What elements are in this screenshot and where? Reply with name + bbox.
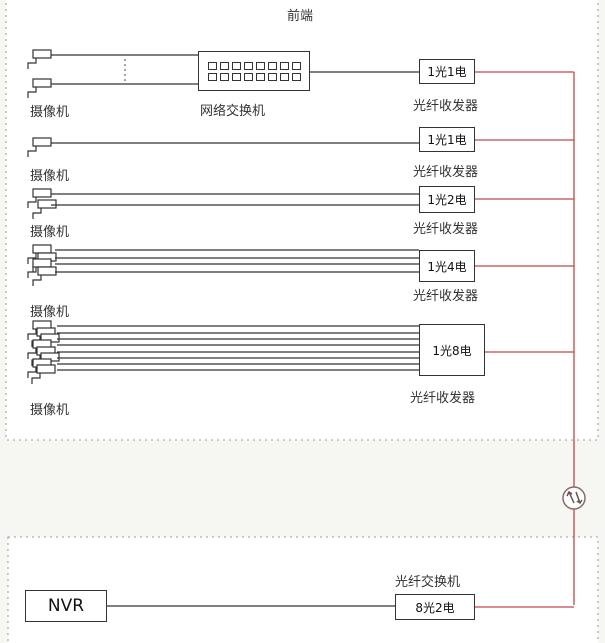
sync-arrows-icon — [566, 490, 583, 505]
port-icon — [267, 72, 277, 81]
network-switch — [198, 51, 310, 91]
port-icon — [255, 61, 265, 70]
camera-icon — [27, 146, 37, 157]
ellipsis-dot — [124, 69, 126, 71]
camera-icon — [27, 367, 37, 378]
camera-label: 摄像机 — [30, 105, 70, 120]
port-icon — [255, 72, 265, 81]
ellipsis-dot — [124, 59, 126, 61]
port-icon — [243, 72, 253, 81]
transceiver-label: 光纤收发器 — [413, 222, 479, 237]
transceiver-1: 1光1电 — [419, 59, 475, 84]
camera-icon — [32, 208, 42, 219]
transceiver-label: 光纤收发器 — [413, 165, 479, 180]
camera-icon — [32, 275, 42, 286]
transceiver-label: 光纤收发器 — [413, 289, 479, 304]
camera-icon — [27, 87, 37, 98]
port-icon — [267, 61, 277, 70]
port-icon — [279, 72, 289, 81]
port-row — [207, 72, 301, 81]
transceiver-label: 光纤收发器 — [413, 99, 479, 114]
camera-icon — [32, 49, 52, 59]
camera-icon — [27, 253, 37, 264]
camera-icon — [32, 188, 52, 198]
port-icon — [231, 61, 241, 70]
transceiver-5: 1光8电 — [419, 324, 485, 376]
camera-icon — [27, 58, 37, 69]
camera-icon — [27, 329, 37, 340]
camera-icon — [27, 197, 37, 208]
network-switch-label: 网络交换机 — [200, 104, 266, 119]
transceiver-3: 1光2电 — [419, 186, 475, 213]
ellipsis-dot — [124, 79, 126, 81]
ellipsis-dot — [124, 74, 126, 76]
camera-icon — [36, 364, 56, 374]
port-icon — [291, 61, 301, 70]
port-row — [207, 61, 301, 70]
camera-icon — [32, 137, 52, 147]
front-end-label: 前端 — [287, 9, 314, 24]
camera-label: 摄像机 — [30, 169, 70, 184]
camera-label: 摄像机 — [30, 403, 70, 418]
nvr: NVR — [25, 590, 107, 622]
transceiver-label: 光纤收发器 — [410, 391, 476, 406]
camera-icon — [32, 78, 52, 88]
camera-icon — [31, 373, 41, 384]
camera-label: 摄像机 — [30, 305, 70, 320]
port-icon — [243, 61, 253, 70]
camera-icon — [37, 199, 57, 209]
camera-icon — [37, 266, 57, 276]
camera-icon — [27, 348, 37, 359]
port-icon — [279, 61, 289, 70]
port-icon — [207, 61, 217, 70]
port-icon — [219, 72, 229, 81]
camera-label: 摄像机 — [30, 225, 70, 240]
fiber-switch: 8光2电 — [395, 594, 475, 620]
camera-icon — [32, 258, 52, 268]
fiber-switch-label: 光纤交换机 — [395, 575, 461, 590]
port-icon — [231, 72, 241, 81]
port-icon — [291, 72, 301, 81]
port-icon — [207, 72, 217, 81]
transceiver-2: 1光1电 — [419, 127, 475, 152]
ellipsis-dot — [124, 64, 126, 66]
sync-icon — [562, 486, 586, 510]
camera-icon — [27, 267, 37, 278]
transceiver-4: 1光4电 — [419, 250, 475, 282]
port-icon — [219, 61, 229, 70]
camera-icon — [32, 244, 52, 254]
